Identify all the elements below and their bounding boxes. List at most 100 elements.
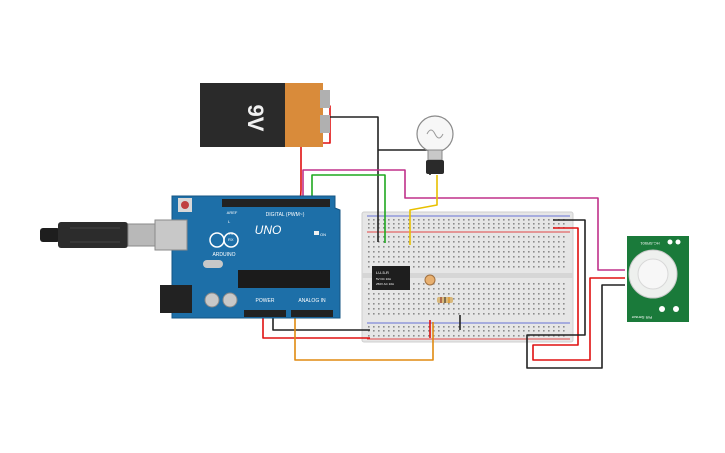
breadboard-hole [523,288,525,290]
breadboard-hole [413,293,415,295]
breadboard-hole [378,251,380,253]
breadboard-hole [538,261,540,263]
breadboard-hole [473,313,475,315]
breadboard-hole [563,293,565,295]
breadboard-hole [448,261,450,263]
breadboard-hole [508,241,510,243]
breadboard-hole [443,241,445,243]
breadboard-hole [423,251,425,253]
breadboard-hole [413,227,415,229]
breadboard-hole [393,293,395,295]
breadboard-hole [403,241,405,243]
breadboard-hole [403,326,405,328]
breadboard-hole [483,293,485,295]
breadboard-hole [473,283,475,285]
breadboard-hole [413,241,415,243]
breadboard-hole [483,251,485,253]
breadboard-hole [453,293,455,295]
breadboard-hole [543,283,545,285]
breadboard-hole [443,246,445,248]
breadboard-hole [468,219,470,221]
breadboard-hole [473,308,475,310]
breadboard-hole [558,246,560,248]
breadboard-hole [513,246,515,248]
breadboard-hole [478,293,480,295]
breadboard-hole [453,283,455,285]
breadboard-hole [413,266,415,268]
breadboard-hole [408,241,410,243]
breadboard-hole [423,308,425,310]
breadboard-hole [448,330,450,332]
breadboard-hole [393,303,395,305]
breadboard-hole [413,236,415,238]
breadboard-hole [493,266,495,268]
breadboard-hole [453,236,455,238]
breadboard-hole [413,330,415,332]
breadboard-hole [463,303,465,305]
breadboard-hole [503,326,505,328]
breadboard-hole [523,335,525,337]
breadboard-hole [558,313,560,315]
pir-label-bottom: PIR Sensor [631,315,652,320]
breadboard-hole [453,326,455,328]
breadboard-hole [468,293,470,295]
breadboard-hole [488,223,490,225]
breadboard-hole [428,293,430,295]
breadboard-hole [373,298,375,300]
breadboard-hole [458,246,460,248]
breadboard-hole [488,261,490,263]
breadboard-hole [468,236,470,238]
arduino-uno: DIGITAL (PWM~) AREF ARDUINO UNO L TX RX … [154,195,341,319]
breadboard-hole [443,251,445,253]
breadboard-hole [483,326,485,328]
breadboard-hole [538,283,540,285]
breadboard-hole [513,313,515,315]
breadboard-hole [523,223,525,225]
breadboard-hole [418,313,420,315]
breadboard-hole [443,261,445,263]
breadboard-hole [493,298,495,300]
breadboard-hole [403,246,405,248]
breadboard-hole [533,266,535,268]
breadboard-hole [563,330,565,332]
breadboard-hole [563,256,565,258]
breadboard-hole [538,330,540,332]
breadboard-hole [548,246,550,248]
breadboard-hole [428,298,430,300]
breadboard-hole [448,303,450,305]
breadboard-hole [448,227,450,229]
breadboard-hole [513,223,515,225]
breadboard-hole [483,330,485,332]
breadboard-hole [373,303,375,305]
breadboard-hole [518,256,520,258]
breadboard-hole [468,256,470,258]
breadboard-hole [528,256,530,258]
breadboard-hole [558,303,560,305]
breadboard-hole [458,326,460,328]
breadboard-hole [498,256,500,258]
breadboard-hole [503,288,505,290]
breadboard-hole [513,236,515,238]
pir-label-top: HC-SR501 [640,241,660,246]
breadboard-hole [418,308,420,310]
breadboard-hole [423,298,425,300]
wire-5v [262,318,370,339]
breadboard-hole [478,246,480,248]
breadboard-hole [413,283,415,285]
breadboard-hole [498,330,500,332]
breadboard-hole [368,326,370,328]
breadboard-hole [493,219,495,221]
breadboard-hole [513,261,515,263]
breadboard-hole [463,298,465,300]
breadboard-hole [418,303,420,305]
breadboard-hole [413,246,415,248]
breadboard-hole [558,241,560,243]
breadboard-hole [443,288,445,290]
breadboard-hole [393,308,395,310]
breadboard-hole [458,283,460,285]
breadboard-hole [518,236,520,238]
breadboard-hole [418,266,420,268]
breadboard-hole [473,266,475,268]
breadboard-hole [513,251,515,253]
breadboard-hole [388,227,390,229]
